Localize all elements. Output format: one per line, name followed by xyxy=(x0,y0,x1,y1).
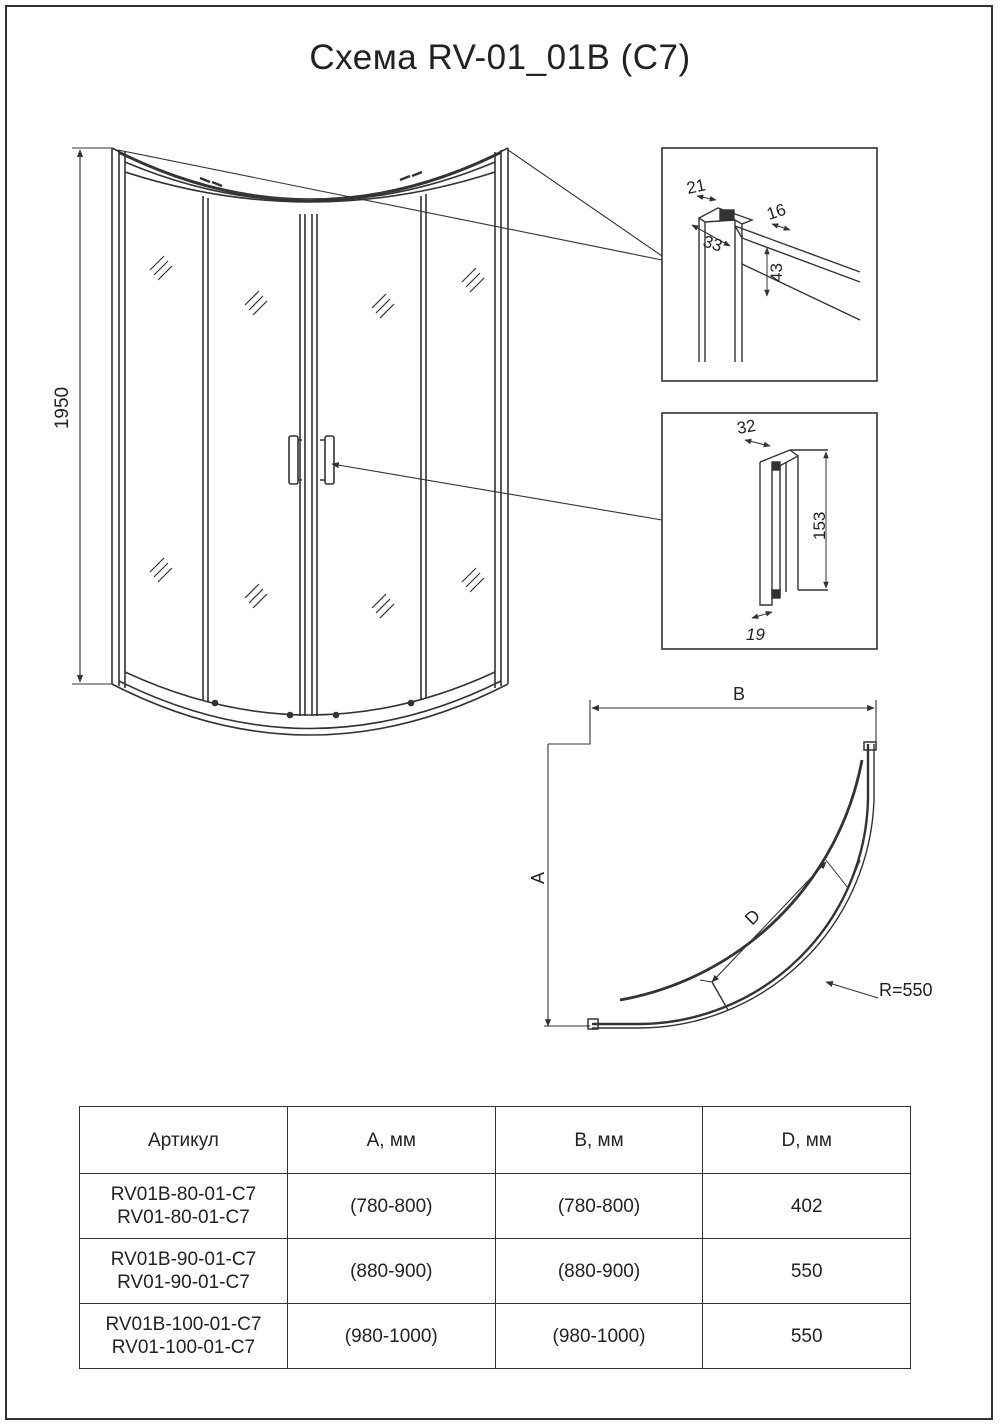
plan-d-label: D xyxy=(741,905,764,928)
handle-detail-box xyxy=(661,412,878,650)
page-title: Схема RV-01_01B (C7) xyxy=(309,38,691,77)
cell-b: (980-1000) xyxy=(494,1303,704,1369)
height-dimension xyxy=(72,147,112,685)
profile-width-label: 21 xyxy=(685,175,707,198)
header-a: A, мм xyxy=(286,1106,496,1174)
handle-width-label: 32 xyxy=(735,416,757,438)
shower-cabin-front-view xyxy=(111,147,663,736)
cell-d: 550 xyxy=(702,1238,911,1304)
profile-depth-label: 33 xyxy=(701,232,725,256)
cell-d: 402 xyxy=(702,1173,911,1239)
header-d: D, мм xyxy=(702,1106,911,1174)
cell-a: (780-800) xyxy=(286,1173,496,1239)
handle-depth-label: 19 xyxy=(746,625,765,644)
plan-a-label: A xyxy=(528,872,548,884)
table-row: RV01B-100-01-C7 RV01-100-01-C7 (980-1000… xyxy=(79,1303,911,1369)
handle-detail xyxy=(744,438,829,619)
cell-article: RV01B-90-01-C7 RV01-90-01-C7 xyxy=(79,1238,288,1304)
cell-article: RV01B-80-01-C7 RV01-80-01-C7 xyxy=(79,1173,288,1239)
rail-thickness-label: 16 xyxy=(764,200,788,224)
cell-d: 550 xyxy=(702,1303,911,1369)
plan-b-label: B xyxy=(733,684,745,704)
radius-label: R=550 xyxy=(879,980,933,1000)
cell-a: (880-900) xyxy=(286,1238,496,1304)
top-profile-detail-box xyxy=(661,147,878,382)
page-frame xyxy=(5,5,993,1420)
header-article: Артикул xyxy=(79,1106,288,1174)
cell-a: (980-1000) xyxy=(286,1303,496,1369)
rail-height-label: 43 xyxy=(767,263,786,282)
table-header-row: Артикул A, мм B, мм D, мм xyxy=(79,1106,911,1174)
cell-b: (780-800) xyxy=(494,1173,704,1239)
height-label: 1950 xyxy=(52,387,73,429)
top-profile-detail xyxy=(691,194,861,362)
cell-article: RV01B-100-01-C7 RV01-100-01-C7 xyxy=(79,1303,288,1369)
table-row: RV01B-90-01-C7 RV01-90-01-C7 (880-900) (… xyxy=(79,1238,911,1304)
cell-b: (880-900) xyxy=(494,1238,704,1304)
table-row: RV01B-80-01-C7 RV01-80-01-C7 (780-800) (… xyxy=(79,1173,911,1239)
header-b: B, мм xyxy=(494,1106,704,1174)
plan-view xyxy=(544,700,879,1030)
handle-length-label: 153 xyxy=(810,512,829,540)
specification-table: Артикул A, мм B, мм D, мм RV01B-80-01-C7… xyxy=(79,1106,911,1369)
